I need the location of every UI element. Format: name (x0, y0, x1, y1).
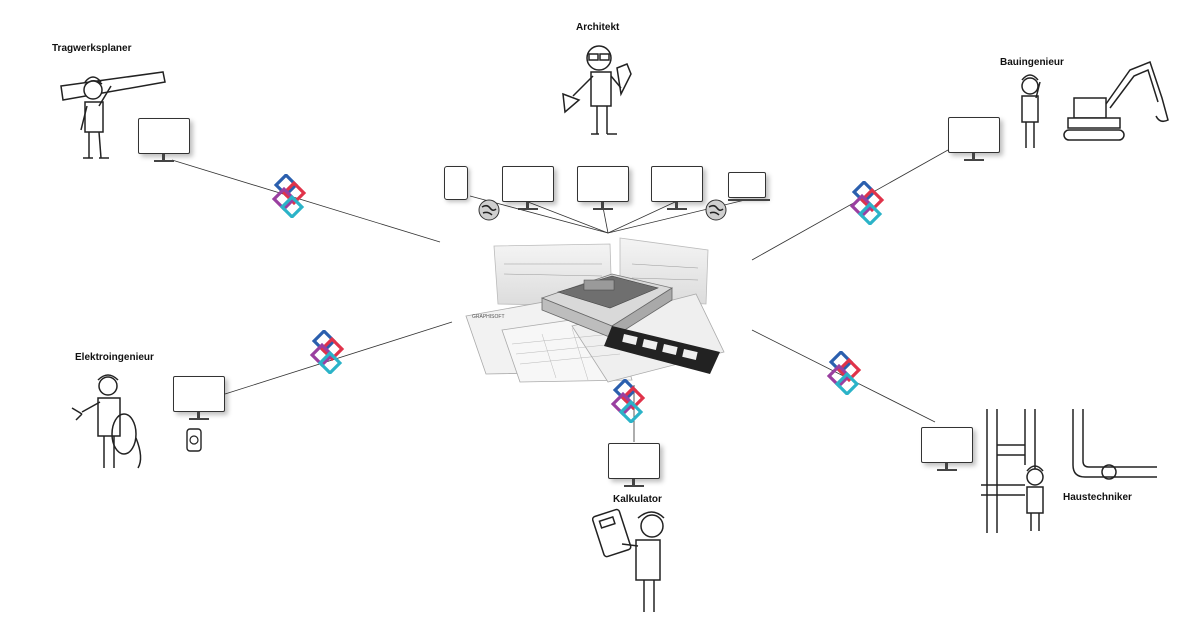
monitor-icon (173, 376, 225, 420)
monitor-icon (502, 166, 554, 210)
ifc-logo-icon (309, 330, 345, 374)
socket-icon (186, 428, 202, 452)
globe-icon (478, 199, 500, 221)
role-label-bauingenieur: Bauingenieur (1000, 57, 1064, 68)
bim-model-center: GRAPHISOFT (465, 237, 725, 383)
role-label-tragwerksplaner: Tragwerksplaner (52, 43, 132, 54)
line-tragwerksplaner (171, 159, 441, 243)
monitor-icon (577, 166, 629, 210)
electrical-engineer-figure (71, 374, 142, 469)
ifc-logo-icon (610, 379, 646, 423)
monitor-icon (608, 443, 660, 487)
role-label-architekt: Architekt (576, 22, 620, 33)
role-label-kalkulator: Kalkulator (613, 494, 662, 505)
line-bauingenieur (751, 149, 949, 261)
ifc-logo-icon (271, 174, 307, 218)
estimator-figure (592, 508, 665, 612)
civil-engineer-figure (1021, 61, 1169, 148)
line-architekt-2 (527, 201, 609, 234)
role-label-elektroingenieur: Elektroingenieur (75, 352, 154, 363)
role-label-haustechniker: Haustechniker (1063, 492, 1132, 503)
line-elektroingenieur (224, 321, 453, 395)
monitor-icon (138, 118, 190, 162)
tablet-icon (444, 166, 468, 200)
laptop-icon (728, 172, 780, 216)
monitor-icon (948, 117, 1000, 161)
globe-icon (705, 199, 727, 221)
ifc-logo-icon (826, 351, 862, 395)
doc-label: GRAPHISOFT (472, 314, 505, 320)
line-architekt-4 (607, 201, 676, 234)
building-services-figure (981, 409, 1157, 533)
ifc-logo-icon (849, 181, 885, 225)
monitor-icon (921, 427, 973, 471)
monitor-icon (651, 166, 703, 210)
architect-figure (562, 45, 632, 135)
structural-engineer-figure (60, 71, 166, 159)
